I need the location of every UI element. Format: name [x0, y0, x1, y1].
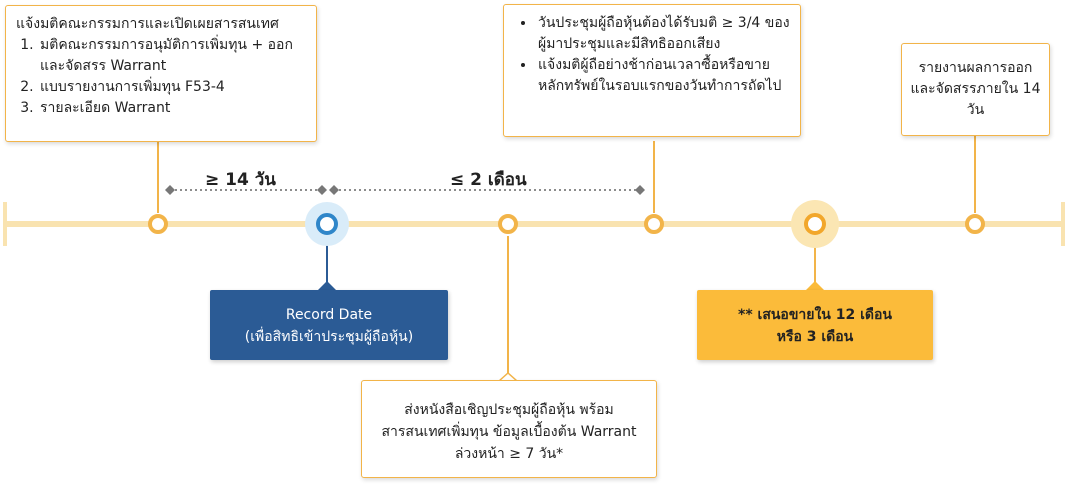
meeting-box: วันประชุมผู้ถือหุ้นต้องได้รับมติ ≥ 3/4 ข…	[503, 4, 801, 137]
meeting-list: วันประชุมผู้ถือหุ้นต้องได้รับมติ ≥ 3/4 ข…	[520, 13, 790, 97]
invite-dot	[498, 214, 518, 234]
announce-item: แบบรายงานการเพิ่มทุน F53-4	[38, 77, 306, 98]
announce-list: มติคณะกรรมการอนุมัติการเพิ่มทุน + ออกและ…	[16, 35, 306, 119]
interval-marker-1a	[165, 185, 175, 195]
interval-label-1: ≥ 14 วัน	[205, 170, 276, 190]
record-date-sublabel: (เพื่อสิทธิเข้าประชุมผู้ถือหุ้น)	[244, 329, 414, 345]
report-text: รายงานผลการออกและจัดสรรภายใน 14 วัน	[910, 60, 1041, 118]
announce-item: มติคณะกรรมการอนุมัติการเพิ่มทุน + ออกและ…	[38, 35, 306, 77]
meeting-dot	[644, 214, 664, 234]
announce-item: รายละเอียด Warrant	[38, 98, 306, 119]
offer-pointer	[806, 281, 824, 290]
meeting-item: แจ้งมติผู้ถือย่างช้าก่อนเวลาซื้อหรือขายห…	[536, 55, 790, 97]
interval-label-2: ≤ 2 เดือน	[450, 170, 527, 190]
offer-dot	[804, 213, 826, 235]
interval-marker-2a	[329, 185, 339, 195]
record-pointer	[318, 281, 336, 290]
announce-box: แจ้งมติคณะกรรมการและเปิดเผยสารสนเทศ มติค…	[5, 5, 317, 142]
offer-line1: ** เสนอขายใน 12 เดือน	[738, 307, 892, 323]
announce-dot	[148, 214, 168, 234]
record-date-dot	[316, 213, 338, 235]
invite-box: ส่งหนังสือเชิญประชุมผู้ถือหุ้น พร้อมสารส…	[361, 380, 657, 478]
announce-title: แจ้งมติคณะกรรมการและเปิดเผยสารสนเทศ	[16, 16, 279, 32]
invite-text: ส่งหนังสือเชิญประชุมผู้ถือหุ้น พร้อมสารส…	[381, 402, 637, 462]
offer-line2: หรือ 3 เดือน	[776, 329, 854, 345]
interval-marker-1b	[317, 185, 327, 195]
report-box: รายงานผลการออกและจัดสรรภายใน 14 วัน	[901, 43, 1050, 136]
record-date-label: Record Date	[285, 307, 373, 323]
meeting-item: วันประชุมผู้ถือหุ้นต้องได้รับมติ ≥ 3/4 ข…	[536, 13, 790, 55]
record-date-box: Record Date (เพื่อสิทธิเข้าประชุมผู้ถือห…	[210, 290, 448, 360]
offer-box: ** เสนอขายใน 12 เดือน หรือ 3 เดือน	[697, 290, 933, 360]
report-dot	[965, 214, 985, 234]
interval-marker-2b	[635, 185, 645, 195]
